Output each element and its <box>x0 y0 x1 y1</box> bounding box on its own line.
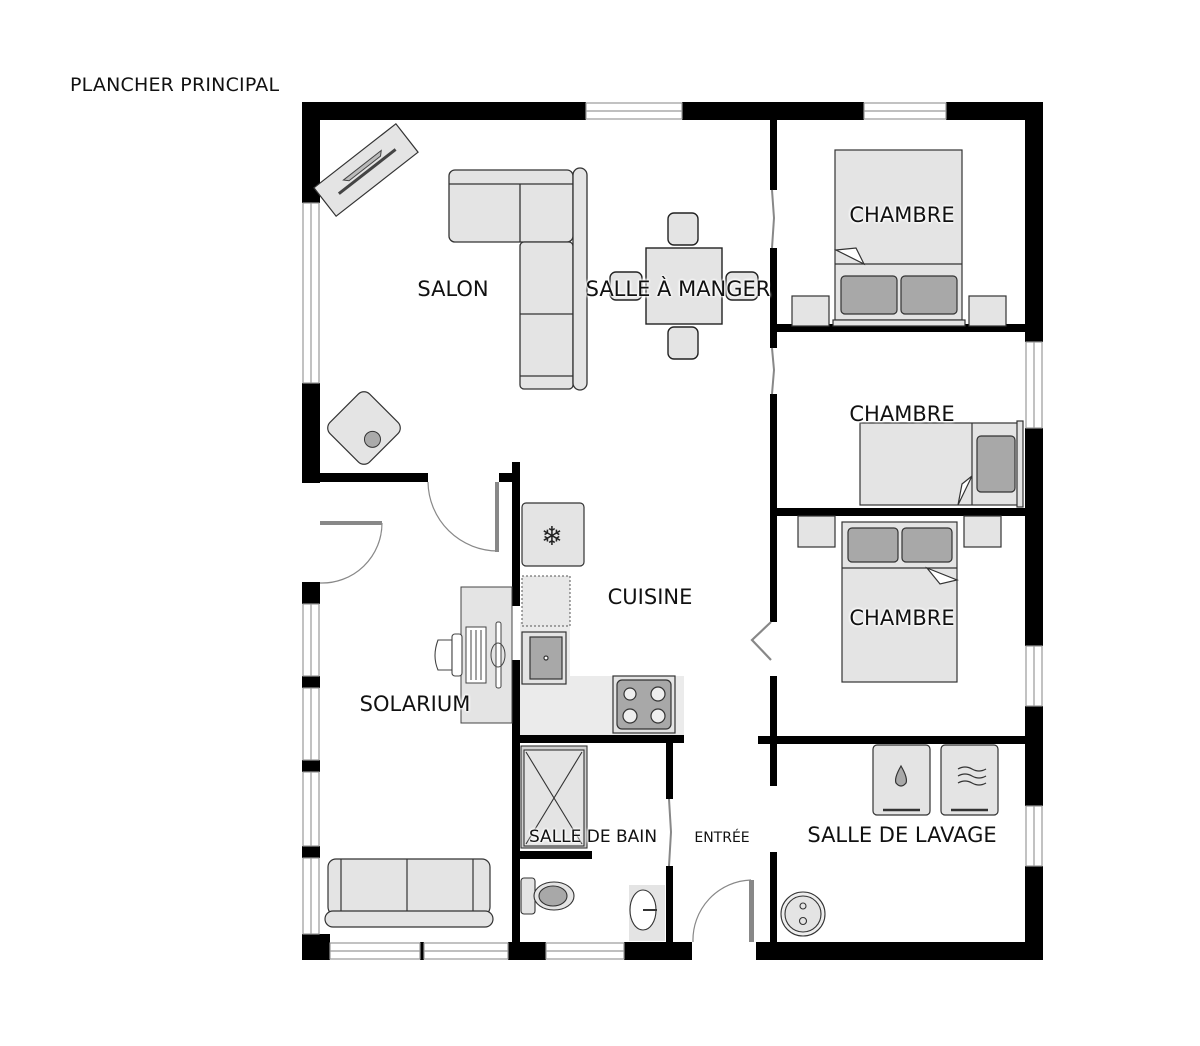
room-label-cuisine: CUISINE <box>607 585 693 609</box>
sofa-icon <box>324 858 494 928</box>
kitchen-sink-icon <box>521 631 567 685</box>
bed-icon-1 <box>832 149 966 327</box>
room-label-chambre-1: CHAMBRE <box>849 203 955 227</box>
desk-icon <box>460 586 513 724</box>
bathroom-sink-icon <box>629 885 665 941</box>
room-label-entree: ENTRÉE <box>694 830 750 846</box>
doors <box>319 189 776 943</box>
dryer-icon <box>940 744 999 816</box>
exterior-walls <box>302 102 1043 960</box>
room-label-salle-de-lavage: SALLE DE LAVAGE <box>807 823 997 847</box>
shower-icon <box>520 745 588 849</box>
desk-chair-icon <box>434 633 463 677</box>
dining-table-icon <box>609 212 759 360</box>
bed-icon-2 <box>859 420 1024 508</box>
nightstand-icons-1 <box>791 295 1007 327</box>
room-label-chambre-2: CHAMBRE <box>849 402 955 426</box>
plan-title: PLANCHER PRINCIPAL <box>70 74 280 96</box>
sectional-sofa-icon <box>448 167 588 391</box>
room-label-salle-a-manger: SALLE À MANGER <box>585 277 771 301</box>
room-label-solarium: SOLARIUM <box>359 692 471 716</box>
room-label-salle-de-bain: SALLE DE BAIN <box>528 827 658 847</box>
interior-walls <box>320 120 1025 942</box>
stove-icon <box>612 675 676 734</box>
water-heater-icon <box>780 891 826 937</box>
fridge-icon: ❄ <box>521 502 585 567</box>
room-label-chambre-3: CHAMBRE <box>849 606 955 630</box>
toilet-icon <box>520 877 575 915</box>
bed-icon-3 <box>841 521 959 683</box>
nightstand-icons-3 <box>797 515 1002 548</box>
room-label-salon: SALON <box>417 277 489 301</box>
washer-icon <box>872 744 931 816</box>
tv-stand-icon <box>313 122 419 218</box>
dishwasher-icon <box>521 575 571 627</box>
armchair-icon <box>327 391 401 465</box>
svg-text:❄: ❄ <box>541 522 563 552</box>
windows <box>302 102 1043 960</box>
